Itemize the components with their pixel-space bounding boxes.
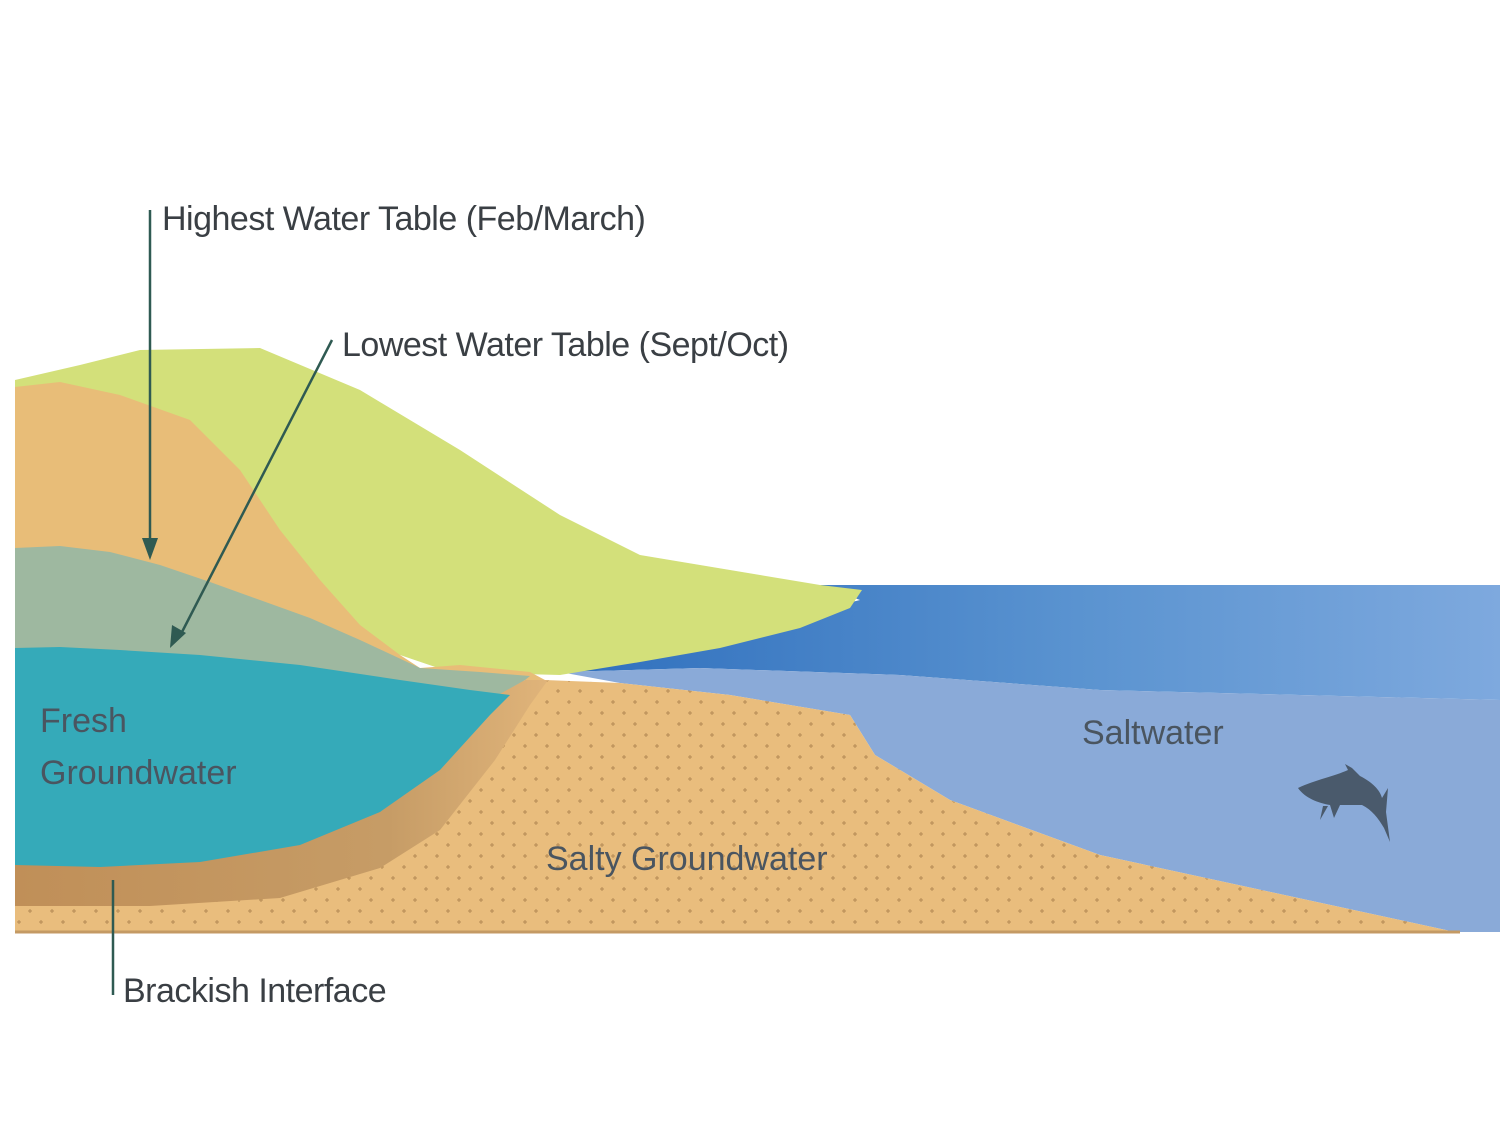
highest-water-table-label: Highest Water Table (Feb/March): [162, 200, 645, 238]
fresh-groundwater-label-line2: Groundwater: [40, 754, 237, 792]
fresh-groundwater-label-line1: Fresh: [40, 702, 127, 740]
saltwater-label: Saltwater: [1082, 714, 1224, 752]
salty-groundwater-label: Salty Groundwater: [546, 840, 828, 878]
lowest-water-table-label: Lowest Water Table (Sept/Oct): [342, 326, 789, 364]
brackish-interface-label: Brackish Interface: [123, 972, 386, 1010]
